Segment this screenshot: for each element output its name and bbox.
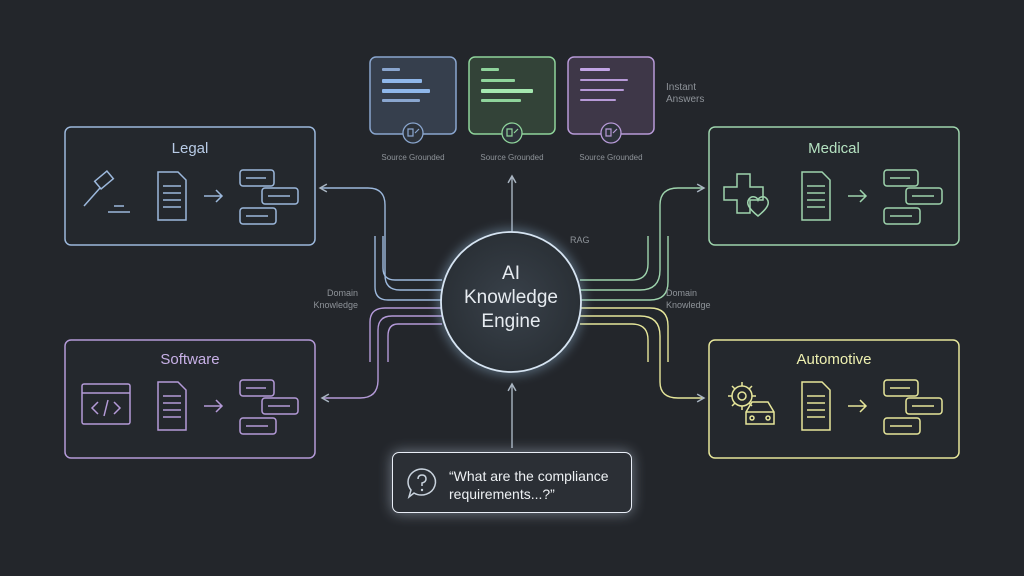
connector-line bbox=[369, 307, 442, 362]
code-window-icon bbox=[81, 383, 131, 425]
engine-title-line: Knowledge bbox=[463, 287, 559, 308]
connector-line bbox=[580, 323, 649, 362]
connector-line bbox=[382, 236, 442, 281]
arrow-icon bbox=[204, 189, 224, 203]
document-icon bbox=[801, 381, 831, 431]
query-line: “What are the compliance bbox=[449, 468, 609, 484]
car-gear-icon bbox=[728, 382, 775, 425]
right-connectors bbox=[580, 183, 706, 403]
query-text: “What are the compliance requirements...… bbox=[449, 467, 609, 503]
document-icon bbox=[157, 381, 187, 431]
domain-automotive bbox=[708, 339, 960, 459]
domain-legal bbox=[64, 126, 316, 246]
chat-bubbles-icon bbox=[239, 379, 299, 435]
label-line: Instant bbox=[666, 82, 697, 93]
query-line: requirements...?” bbox=[449, 486, 555, 502]
domain-title-automotive: Automotive bbox=[796, 351, 872, 368]
engine-circle bbox=[440, 231, 582, 373]
card-caption: Source Grounded bbox=[480, 153, 544, 162]
chat-bubbles-icon bbox=[883, 169, 943, 225]
arrow-icon bbox=[848, 189, 868, 203]
label-line: Answers bbox=[666, 94, 705, 105]
domain-title-software: Software bbox=[160, 351, 220, 368]
label-line: Knowledge bbox=[313, 300, 358, 310]
document-icon bbox=[157, 171, 187, 221]
query-box: “What are the compliance requirements...… bbox=[392, 452, 632, 513]
connector-automotive bbox=[580, 315, 706, 403]
label-line: Domain bbox=[666, 288, 698, 298]
connector-line bbox=[387, 323, 442, 362]
rag-label: RAG bbox=[570, 235, 590, 245]
label-line: Knowledge bbox=[666, 300, 711, 310]
domain-software bbox=[64, 339, 316, 459]
question-bubble-icon bbox=[407, 468, 437, 500]
domain-knowledge-label-left: Domain Knowledge bbox=[302, 287, 358, 311]
chat-bubbles-icon bbox=[239, 169, 299, 225]
connector-line bbox=[580, 307, 669, 362]
connector-line bbox=[580, 236, 669, 301]
gavel-icon bbox=[83, 169, 130, 213]
answer-card-1 bbox=[369, 56, 457, 144]
instant-answers-label: Instant Answers bbox=[666, 82, 704, 106]
chat-bubbles-icon bbox=[883, 379, 943, 435]
connector-line bbox=[580, 236, 649, 281]
answer-card-3 bbox=[567, 56, 655, 144]
connector-line bbox=[374, 236, 442, 301]
connector-medical bbox=[580, 183, 706, 291]
connector-software bbox=[320, 315, 442, 403]
card-caption: Source Grounded bbox=[579, 153, 643, 162]
label-line: Domain bbox=[326, 288, 358, 298]
answer-card-2 bbox=[468, 56, 556, 144]
engine-title: AI Knowledge Engine bbox=[441, 262, 581, 334]
card-caption: Source Grounded bbox=[381, 153, 445, 162]
domain-title-legal: Legal bbox=[171, 140, 209, 157]
engine-title-line: Engine bbox=[481, 311, 541, 332]
arrow-icon bbox=[204, 399, 224, 413]
connector-legal bbox=[318, 183, 442, 291]
document-icon bbox=[801, 171, 831, 221]
engine-title-line: AI bbox=[502, 263, 520, 284]
left-connectors bbox=[318, 183, 442, 403]
arrow-icon bbox=[848, 399, 868, 413]
domain-title-medical: Medical bbox=[808, 140, 860, 157]
domain-medical bbox=[708, 126, 960, 246]
domain-knowledge-label-right: Domain Knowledge bbox=[666, 287, 722, 311]
medical-cross-heart-icon bbox=[723, 173, 770, 217]
